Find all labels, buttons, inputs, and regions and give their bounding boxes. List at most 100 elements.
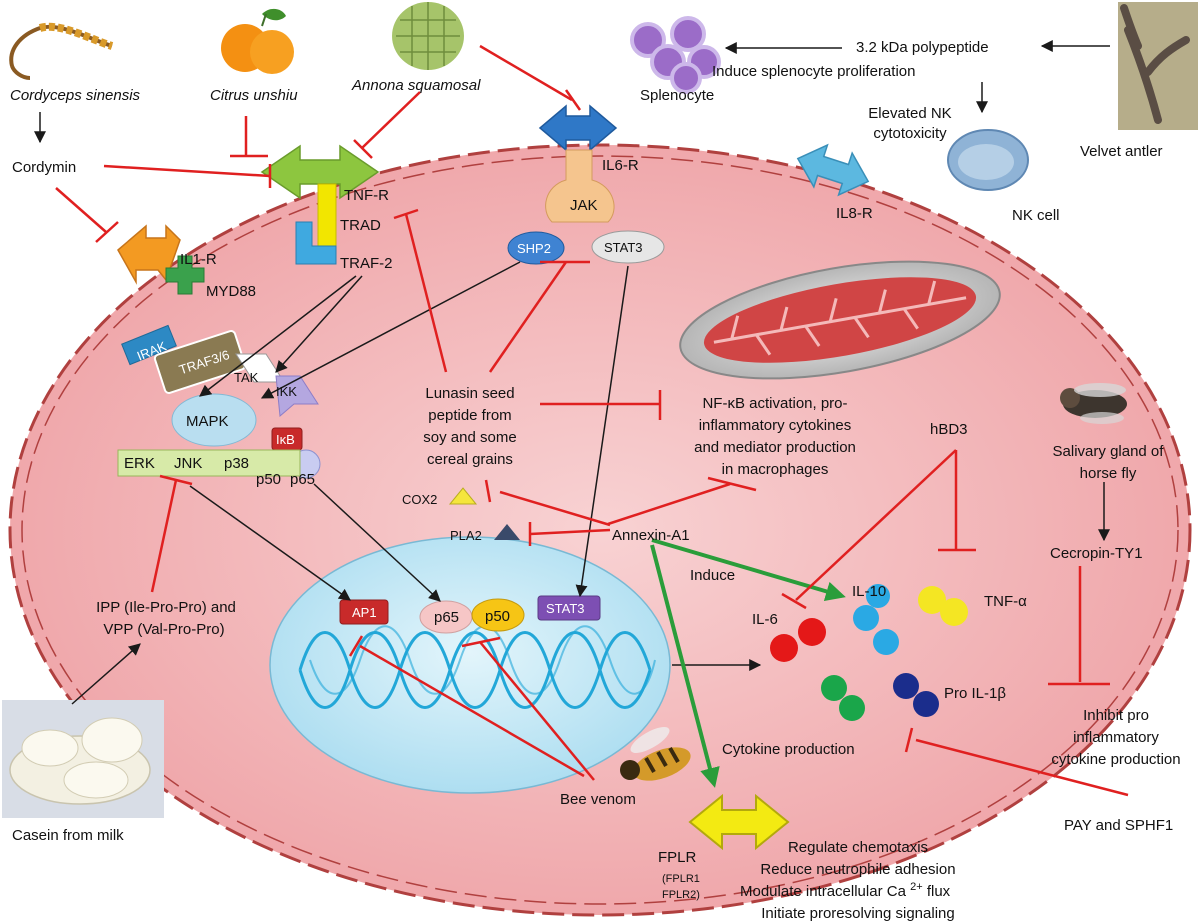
fplr-sub-label-2: FPLR2) [662, 889, 700, 901]
cytokine-production-label: Cytokine production [722, 741, 855, 758]
ap1-box [339, 599, 389, 625]
pro-il1b-label: Pro IL-1β [944, 685, 1006, 702]
fplr-effect-4: Initiate proresolving signaling [761, 905, 954, 922]
polypeptide-label: 3.2 kDa polypeptide [856, 39, 989, 56]
inhibit-pro-label-2: inflammatory [1073, 729, 1159, 746]
flux-text: flux [927, 883, 951, 900]
horse-fly-label-2: horse fly [1080, 465, 1137, 482]
erk-label: ERK [124, 455, 155, 472]
fplr-effect-3-main: Modulate intracellular Ca [740, 883, 907, 900]
nfkb-label-2: inflammatory cytokines [699, 417, 852, 434]
il8-r-label: IL8-R [836, 205, 873, 222]
pay-sphf1-label: PAY and SPHF1 [1064, 817, 1173, 834]
il1-r-label: IL1-R [180, 251, 217, 268]
induce-splenocyte-label: Induce splenocyte proliferation [712, 63, 915, 80]
inhibit-pro-label-3: cytokine production [1051, 751, 1180, 768]
cell-membrane-inner [21, 155, 1179, 905]
p38-label: p38 [224, 455, 249, 472]
velvet-antler-image [1118, 2, 1198, 130]
horse-fly-image [1060, 383, 1127, 424]
ipp-vpp-label-2: VPP (Val-Pro-Pro) [103, 621, 224, 638]
casein-label: Casein from milk [12, 827, 124, 844]
mitochondrion [679, 260, 1001, 380]
fplr-effect-2: Reduce neutrophile adhesion [760, 861, 955, 878]
pla2-label: PLA2 [450, 528, 482, 543]
nk-cell-label: NK cell [1012, 207, 1060, 224]
tnf-receptor [260, 144, 380, 265]
splenocyte-label: Splenocyte [640, 87, 714, 104]
lunasin-label-3: soy and some [423, 429, 516, 446]
il6-label: IL-6 [752, 611, 778, 628]
hbd3-label: hBD3 [930, 421, 968, 438]
cytokine-cluster [770, 584, 968, 721]
induce-label: Induce [690, 567, 735, 584]
citrus-label: Citrus unshiu [210, 87, 298, 104]
nk-cell-image [947, 129, 1029, 191]
lunasin-label-1: Lunasin seed [425, 385, 514, 402]
jnk-label: JNK [174, 455, 202, 472]
traf2-label: TRAF-2 [340, 255, 393, 272]
fplr-sub-label-1: (FPLR1 [662, 873, 700, 885]
horse-fly-label-1: Salivary gland of [1053, 443, 1165, 460]
p50-label: p50 [256, 471, 281, 488]
mapk-label: MAPK [186, 413, 229, 430]
stat3-nuc-label: STAT3 [546, 601, 585, 616]
cordyceps-image [9, 22, 114, 80]
il6-r-label: IL6-R [602, 157, 639, 174]
cox2-label: COX2 [402, 492, 437, 507]
fplr-effect-3: Modulate intracellular Ca 2+ flux [740, 877, 951, 900]
shp2-label: SHP2 [517, 241, 551, 256]
p50-nuc-label: p50 [485, 608, 510, 625]
annona-image [392, 2, 464, 70]
nucleus [269, 536, 671, 794]
annexin-label: Annexin-A1 [612, 527, 690, 544]
cox2-triangle [448, 487, 478, 505]
velvet-antler-label: Velvet antler [1080, 143, 1163, 160]
fplr-receptor [688, 793, 790, 851]
fplr-label: FPLR [658, 849, 697, 866]
jak-label: JAK [570, 197, 598, 214]
bee-venom-label: Bee venom [560, 791, 636, 808]
lunasin-label-4: cereal grains [427, 451, 513, 468]
pla2-triangle [494, 524, 520, 540]
elevated-nk-label-2: cytotoxicity [873, 125, 947, 142]
p65-nuc-label: p65 [434, 609, 459, 626]
casein-image [2, 700, 164, 818]
cordyceps-label: Cordyceps sinensis [10, 87, 141, 104]
tnf-r-label: TNF-R [344, 187, 389, 204]
nfkb-label-3: and mediator production [694, 439, 856, 456]
il6-receptor [507, 104, 665, 265]
ca-superscript: 2+ [910, 881, 923, 893]
annona-label: Annona squamosal [351, 77, 481, 94]
nfkb-label-1: NF-κB activation, pro- [702, 395, 847, 412]
il1-receptor [117, 224, 321, 479]
splenocyte-image [630, 16, 721, 94]
cordymin-label: Cordymin [12, 159, 76, 176]
fplr-effect-1: Regulate chemotaxis [788, 839, 928, 856]
p50-nuc-shape [471, 598, 525, 632]
bee-image [620, 727, 691, 781]
p65-label: p65 [290, 471, 315, 488]
stat3-nuc-box [537, 595, 601, 621]
lunasin-label-2: peptide from [428, 407, 511, 424]
inhibit-pro-label-1: Inhibit pro [1083, 707, 1149, 724]
il10-label: IL-10 [852, 583, 886, 600]
il8-receptor [796, 143, 870, 197]
elevated-nk-label-1: Elevated NK [868, 105, 951, 122]
tak-label: TAK [234, 370, 259, 385]
ikk-label: IKK [276, 384, 297, 399]
ap1-label: AP1 [352, 605, 377, 620]
activation-arrows [34, 40, 1110, 705]
ipp-vpp-label-1: IPP (Ile-Pro-Pro) and [96, 599, 236, 616]
stat3-label: STAT3 [604, 240, 643, 255]
inhibition-lines [55, 44, 1129, 797]
tnfa-label: TNF-α [984, 593, 1027, 610]
ikb-label: IκB [276, 432, 295, 447]
trad-label: TRAD [340, 217, 381, 234]
citrus-image [221, 8, 294, 74]
myd88-label: MYD88 [206, 283, 256, 300]
cecropin-label: Cecropin-TY1 [1050, 545, 1143, 562]
nfkb-label-4: in macrophages [722, 461, 829, 478]
